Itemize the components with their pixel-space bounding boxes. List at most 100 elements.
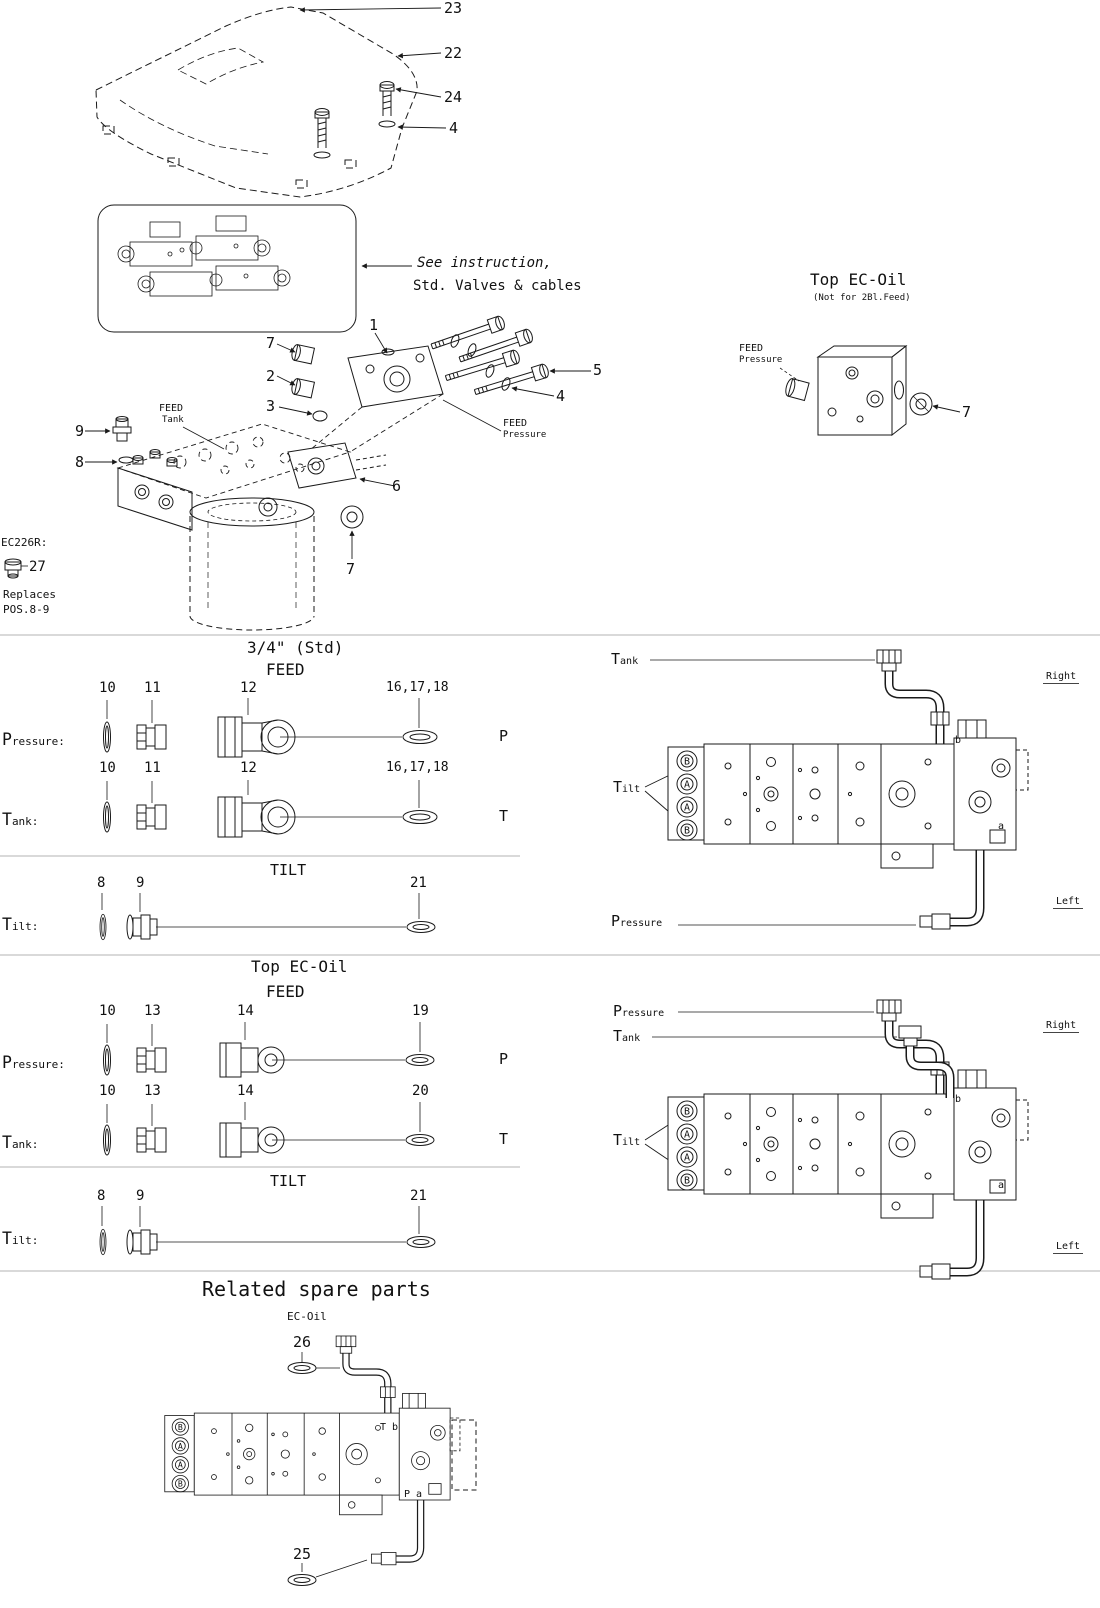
plain-leads	[101, 399, 916, 1578]
ecoil-diagram-port-b: b	[955, 1094, 962, 1105]
top-ecoil-title: Top EC-Oil	[810, 270, 907, 289]
spare-port-pa: P a	[404, 1489, 423, 1500]
std-tilt-callout-21: 21	[410, 875, 427, 891]
std-tilt-callout-8: 8	[97, 875, 106, 891]
ecoil-tilt-callout-8: 8	[97, 1188, 106, 1204]
instruction-note-line2: Std. Valves & cables	[413, 278, 582, 294]
cover-screws	[313, 81, 396, 159]
ecoil-diagram-port-a: a	[998, 1180, 1005, 1191]
ecoil-tank-callout-10: 10	[99, 1083, 116, 1099]
ec226r-note-line1: Replaces	[3, 588, 56, 601]
std-section-title: 3/4" (Std)	[247, 638, 344, 657]
top-ecoil-pressure-label: Pressure	[739, 355, 783, 365]
std-tank-port: T	[499, 807, 509, 825]
instruction-note-line1: See instruction,	[417, 255, 552, 271]
std-tank-callout-11: 11	[144, 760, 161, 776]
std-tank-row-label: Tank:	[2, 810, 39, 829]
std-pressure-callout-10: 10	[99, 680, 116, 696]
std-tank-callout-161718: 16,17,18	[386, 760, 449, 775]
callout-26: 26	[293, 1333, 312, 1351]
callout-4: 4	[556, 387, 566, 405]
ec226r-plug-icon	[4, 558, 22, 579]
std-tank-callout-12: 12	[240, 760, 257, 776]
ecoil-pressure-callout-13: 13	[144, 1003, 161, 1019]
std-pressure-row-label: Pressure:	[2, 730, 65, 749]
spare-subtitle: EC-Oil	[287, 1310, 327, 1323]
std-pressure-callout-11: 11	[144, 680, 161, 696]
std-assembly	[668, 650, 1028, 929]
ecoil-section-title: Top EC-Oil	[251, 957, 348, 976]
ecoil-tank-callout-14: 14	[237, 1083, 254, 1099]
ecoil-diagram-tank-label: Tank	[613, 1027, 641, 1045]
std-tilt-row-label: Tilt:	[2, 915, 39, 934]
std-pressure-callout-161718: 16,17,18	[386, 680, 449, 695]
callout-5: 5	[593, 361, 603, 379]
valve-bank-thumbnail	[117, 215, 291, 297]
top-exploded-view	[4, 6, 933, 631]
ecoil-diagram-tilt-label: Tilt	[613, 1131, 641, 1149]
top-ecoil-feed-label: FEED	[739, 343, 764, 354]
ec226r-label: EC226R:	[1, 536, 48, 549]
feed-pressure-label-line1: FEED	[503, 418, 528, 429]
ecoil-diagram-pressure-label: Pressure	[613, 1002, 665, 1020]
feed-tank-label-line1: FEED	[159, 403, 184, 414]
callout-23: 23	[444, 0, 463, 17]
std-pressure-callout-12: 12	[240, 680, 257, 696]
spare-section-title: Related spare parts	[202, 1277, 431, 1301]
callout-9: 9	[75, 422, 85, 440]
ecoil-diagram-right-label: Right	[1043, 1020, 1080, 1034]
std-diagram-tank-label: Tank	[611, 650, 639, 668]
feed-pressure-label-line2: Pressure	[503, 430, 547, 440]
ecoil-tank-port: T	[499, 1130, 509, 1148]
std-diagram-tilt-label: Tilt	[613, 778, 641, 796]
ecoil-diagram-left-label: Left	[1053, 1241, 1084, 1255]
std-diagram-pressure-label: Pressure	[611, 912, 663, 930]
ecoil-pressure-callout-10: 10	[99, 1003, 116, 1019]
callout-8: 8	[75, 453, 85, 471]
std-tank-callout-10: 10	[99, 760, 116, 776]
plug-7-icon	[291, 344, 316, 365]
ecoil-tank-pipe	[898, 1025, 955, 1098]
ecoil-assembly	[668, 1000, 1028, 1279]
ecoil-tilt-title: TILT	[270, 1172, 307, 1190]
callout-6: 6	[392, 477, 402, 495]
callout-1: 1	[369, 316, 379, 334]
ecoil-tank-callout-13: 13	[144, 1083, 161, 1099]
std-diagram-port-a: a	[998, 821, 1005, 832]
top-ecoil-assembly	[785, 344, 933, 437]
callout-24: 24	[444, 88, 463, 106]
callout-7-plug: 7	[266, 334, 276, 352]
filter-cylinder-outline	[189, 516, 315, 631]
ecoil-pressure-callout-14: 14	[237, 1003, 254, 1019]
ecoil-pressure-row-label: Pressure:	[2, 1053, 65, 1072]
feed-tank-label-line2: Tank	[162, 415, 184, 425]
callout-7-bottom: 7	[346, 560, 356, 578]
instruction-box	[97, 204, 357, 333]
std-diagram-port-b: b	[955, 735, 962, 746]
callout-4-cover: 4	[449, 119, 459, 137]
ecoil-pressure-port: P	[499, 1050, 509, 1068]
callout-2: 2	[266, 367, 276, 385]
main-valve-assembly	[4, 314, 551, 631]
std-feed-rows	[99, 716, 438, 941]
callout-25: 25	[293, 1545, 312, 1563]
callout-3: 3	[266, 397, 276, 415]
ecoil-tank-callout-20: 20	[412, 1083, 429, 1099]
plug-2-icon	[291, 378, 316, 399]
ecoil-tilt-row-label: Tilt:	[2, 1229, 39, 1248]
ecoil-tilt-callout-9: 9	[136, 1188, 145, 1204]
callout-leaders	[85, 7, 961, 1166]
spare-port-tb: T b	[380, 1422, 399, 1433]
std-tilt-callout-9: 9	[136, 875, 145, 891]
cover-outline	[95, 6, 418, 198]
std-tilt-title: TILT	[270, 861, 307, 879]
spare-extras	[287, 1362, 477, 1586]
callout-27: 27	[29, 559, 46, 575]
ecoil-feed-title: FEED	[266, 982, 305, 1001]
callout-7-ecoil: 7	[962, 403, 972, 421]
std-diagram-right-label: Right	[1043, 671, 1080, 685]
ecoil-tank-row-label: Tank:	[2, 1133, 39, 1152]
std-diagram-left-label: Left	[1053, 896, 1084, 910]
ec226r-note-line2: POS.8-9	[3, 603, 50, 616]
